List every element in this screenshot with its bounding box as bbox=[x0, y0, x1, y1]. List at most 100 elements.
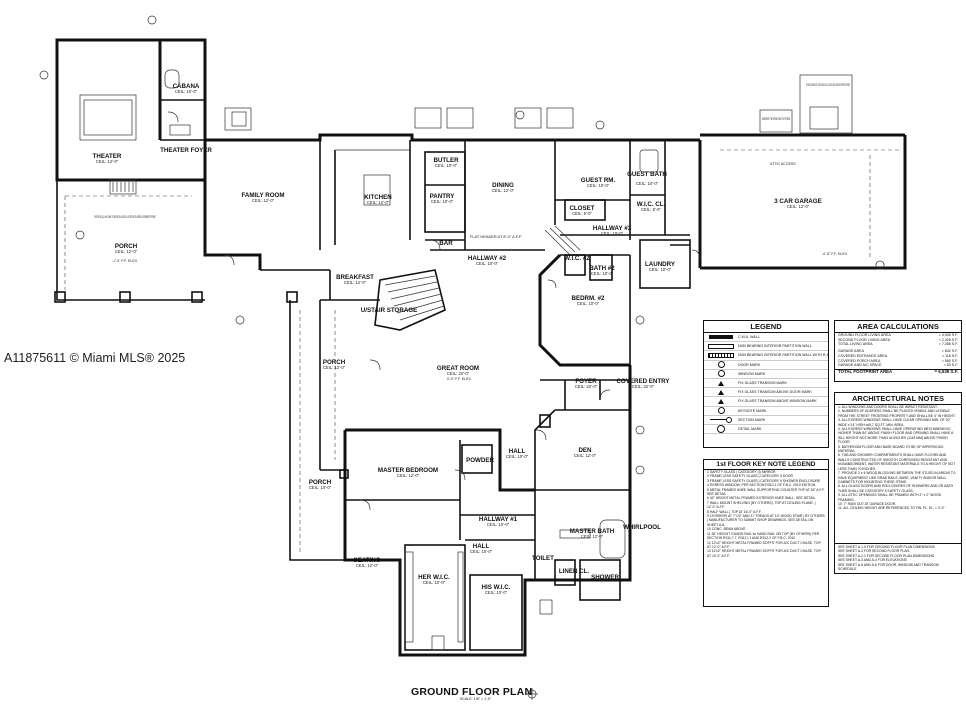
room-seating: SEATING bbox=[353, 557, 380, 564]
svg-text:CEIL: 10'-0": CEIL: 10'-0" bbox=[476, 261, 499, 266]
architectural-note: 1. ALL WINDOWS AND DOORS SHALL BE IMPACT… bbox=[838, 405, 938, 409]
legend-item: KEYNOTE MARK bbox=[704, 407, 828, 416]
den-foyer-walls bbox=[534, 365, 632, 570]
room-porch-mid: PORCH bbox=[323, 359, 346, 366]
porch-elev-note: -1'-0" F.F. ELEV. bbox=[112, 259, 138, 263]
legend-symbol-icon bbox=[708, 424, 734, 433]
keynote-title: 1st FLOOR KEY NOTE LEGEND bbox=[704, 460, 828, 470]
flat-header-note: FLAT HEADER AT 8'-0" A.F.F. bbox=[470, 235, 522, 239]
room-closet: CLOSET bbox=[569, 205, 594, 212]
floor-elev-note: 0'-0" F.F. ELEV. bbox=[447, 377, 472, 381]
keynote-item: 1 SAFETY GLASS | CATEGORY (I) MIRROR bbox=[707, 470, 776, 474]
legend-item: DOOR MARK bbox=[704, 361, 828, 370]
legend-item-label: C.M.U. WALL bbox=[738, 335, 760, 340]
sheet-reference: SEE SHEET A-2.1 FOR SECOND FLOOR PLAN DI… bbox=[838, 553, 935, 558]
svg-text:CEIL: 12'-0": CEIL: 12'-0" bbox=[323, 365, 346, 370]
svg-text:CEIL: 10'-0": CEIL: 10'-0" bbox=[577, 301, 600, 306]
bedroom-2-walls bbox=[538, 253, 631, 367]
legend-symbol-icon bbox=[708, 361, 734, 369]
legend-item: FIX GLASS TRANSOM ABOVE DOOR MARK bbox=[704, 388, 828, 398]
svg-text:CEIL: 12'-0": CEIL: 12'-0" bbox=[252, 198, 275, 203]
keynote-item: 11 36" HEIGHT GUARD RAIL w/ HAND RAIL ON… bbox=[707, 531, 820, 541]
sheet-reference: SEE SHEET A-1.0 FOR GROUND FLOOR PLAN DI… bbox=[838, 545, 935, 549]
room-hallway-3: HALLWAY #3 bbox=[593, 225, 632, 232]
room-powder: POWDER bbox=[466, 457, 494, 464]
room-guest-bath: GUEST BATH bbox=[627, 171, 667, 178]
svg-text:CEIL: 10'-0": CEIL: 10'-0" bbox=[470, 549, 493, 554]
porch-walls bbox=[286, 291, 380, 561]
area-row: SECOND FLOOR LIVING AREA= 2,326 S.F. bbox=[835, 338, 961, 343]
room-laundry: LAUNDRY bbox=[645, 261, 676, 268]
room-master-bedroom: MASTER BEDROOM bbox=[378, 467, 438, 474]
water-filtration-note: WATER FILTRATION SYSTEM bbox=[762, 117, 790, 121]
architectural-note: 5. BATHROOM FLOOR AND BASE BOARD TO BE O… bbox=[838, 444, 944, 454]
legend-title: LEGEND bbox=[704, 321, 828, 333]
room-breakfast: BREAKFAST bbox=[336, 274, 374, 281]
area-label: COVERED PORCH AREA bbox=[838, 358, 881, 363]
legend-symbol-icon bbox=[708, 370, 734, 378]
room-hallway-1: HALLWAY #1 bbox=[479, 516, 518, 523]
room-guest-rm: GUEST RM. bbox=[581, 177, 616, 184]
area-value: = 2,326 S.F. bbox=[938, 337, 958, 342]
svg-text:CEIL: 12'-0": CEIL: 12'-0" bbox=[367, 200, 390, 205]
legend-item-label: DETAIL MARK bbox=[738, 426, 762, 431]
room-theater-foyer: THEATER FOYER bbox=[160, 147, 212, 154]
architectural-note: 8. ALL GLASS DOORS AND ENCLOSURES OF SHO… bbox=[838, 484, 954, 493]
room-hall: HALL bbox=[509, 448, 526, 455]
architectural-note: 6. TUB AND SHOWER COMPARTMENTS SHALL HAV… bbox=[838, 453, 956, 471]
svg-text:CEIL: 12'-0": CEIL: 12'-0" bbox=[581, 534, 604, 539]
room-bath-2: BATH #2 bbox=[589, 265, 615, 272]
room-shower: SHOWER bbox=[591, 574, 619, 581]
room-great-room: GREAT ROOM bbox=[437, 365, 479, 372]
legend-item-label: SECTION MARK bbox=[738, 417, 766, 422]
architectural-note: 9. ALL ATTIC OPENINGS SHALL BE FRAMED WI… bbox=[838, 493, 942, 502]
legend-symbol-icon bbox=[708, 407, 734, 415]
legend-item-label: FIX GLASS TRANSOM MARK bbox=[738, 381, 787, 386]
legend-item: NON BEARING INTERIOR PARTITION WALL WITH… bbox=[704, 351, 828, 361]
svg-text:CEIL: 10'-0": CEIL: 10'-0" bbox=[485, 590, 508, 595]
architectural-note: 7. PROVIDE 2 x 4 WOOD BLOCKING BETWEEN T… bbox=[838, 471, 956, 484]
legend-symbol-icon bbox=[708, 389, 734, 395]
legend-item-label: KEYNOTE MARK bbox=[738, 408, 767, 413]
keynote-item: 9 19 RISERS AT 7"1/2" AND 17 TREADS AT 1… bbox=[707, 514, 825, 527]
area-label: GARAGE AREA bbox=[838, 349, 864, 354]
room-bedroom-2: BEDRM. #2 bbox=[571, 295, 605, 302]
svg-text:CEIL: 10'-0": CEIL: 10'-0" bbox=[636, 181, 659, 186]
room-ustair-storage: U/STAIR STORAGE bbox=[361, 307, 418, 314]
garage-elev-note: -0'-8" F.F. ELEV. bbox=[822, 252, 848, 256]
svg-text:CEIL: 12'-0": CEIL: 12'-0" bbox=[115, 249, 138, 254]
svg-text:CEIL: 9'-0": CEIL: 9'-0" bbox=[572, 211, 592, 216]
area-row: TOTAL LIVING AREA= 7,266 S.F. bbox=[835, 342, 961, 347]
keynote-item: 12 12'x2" HEIGHT METAL FRAMED SOFFIT FOR… bbox=[707, 540, 821, 549]
svg-text:CEIL: 12'-0": CEIL: 12'-0" bbox=[397, 473, 420, 478]
room-master-bath: MASTER BATH bbox=[570, 528, 615, 535]
total-footprint-row: TOTAL FOOTPRINT AREA = 6,539 S.F. bbox=[835, 368, 961, 375]
svg-text:CEIL: 10'-0": CEIL: 10'-0" bbox=[435, 163, 458, 168]
keynote-item: 3 FRAME LESS SAFETY GLASS | CATEGORY II … bbox=[707, 478, 821, 483]
room-hall-low: HALL bbox=[473, 543, 490, 550]
area-value: = 53 S.F. bbox=[943, 363, 958, 368]
area-label: GARAGE AND A/C SPACE bbox=[838, 363, 882, 368]
architectural-note: 10. 7" RAIN OUT AT GARAGE DOOR. bbox=[838, 501, 897, 506]
room-garage: 3 CAR GARAGE bbox=[774, 198, 821, 205]
room-family-room: FAMILY ROOM bbox=[242, 192, 285, 199]
room-her-wic: HER W.I.C. bbox=[418, 574, 450, 581]
legend-item-label: NON BEARING INTERIOR PARTITION WALL WITH… bbox=[738, 353, 828, 358]
architectural-note: 4. ALL EGRESS WINDOWS SHALL HAVE OPERATI… bbox=[838, 427, 954, 445]
area-label: COVERED ENTRANCE AREA bbox=[838, 353, 888, 358]
area-value: = 4,940 S.F. bbox=[938, 333, 958, 337]
future-generator-note: FUTURE GENERATOR TO BE INSTALLED AT A LA… bbox=[806, 83, 850, 87]
legend-item: C.M.U. WALL bbox=[704, 333, 828, 343]
sheet-reference: SEE SHEET A-2 FOR SECOND FLOOR PLAN bbox=[838, 549, 909, 554]
attic-access-note: ATTIC ACCESS bbox=[770, 162, 796, 166]
legend-item-label: NON BEARING INTERIOR PARTITION WALL bbox=[738, 344, 812, 349]
legend-item: DETAIL MARK bbox=[704, 424, 828, 435]
svg-text:CEIL: 10'-0": CEIL: 10'-0" bbox=[506, 454, 529, 459]
legend-item: NON BEARING INTERIOR PARTITION WALL bbox=[704, 342, 828, 352]
architectural-note: 2. NUMBERS OF ADDRESS SHALL BE PLACED VI… bbox=[838, 409, 956, 418]
future-bbq-note: FUTURE B.B.Q. AND SINK TO BE INSTALLED A… bbox=[94, 215, 156, 219]
svg-text:CEIL: 12'-0": CEIL: 12'-0" bbox=[344, 280, 367, 285]
legend-item-label: WINDOW MARK bbox=[738, 371, 766, 376]
area-row: GARAGE AND A/C SPACE = 53 S.F. bbox=[835, 363, 961, 368]
